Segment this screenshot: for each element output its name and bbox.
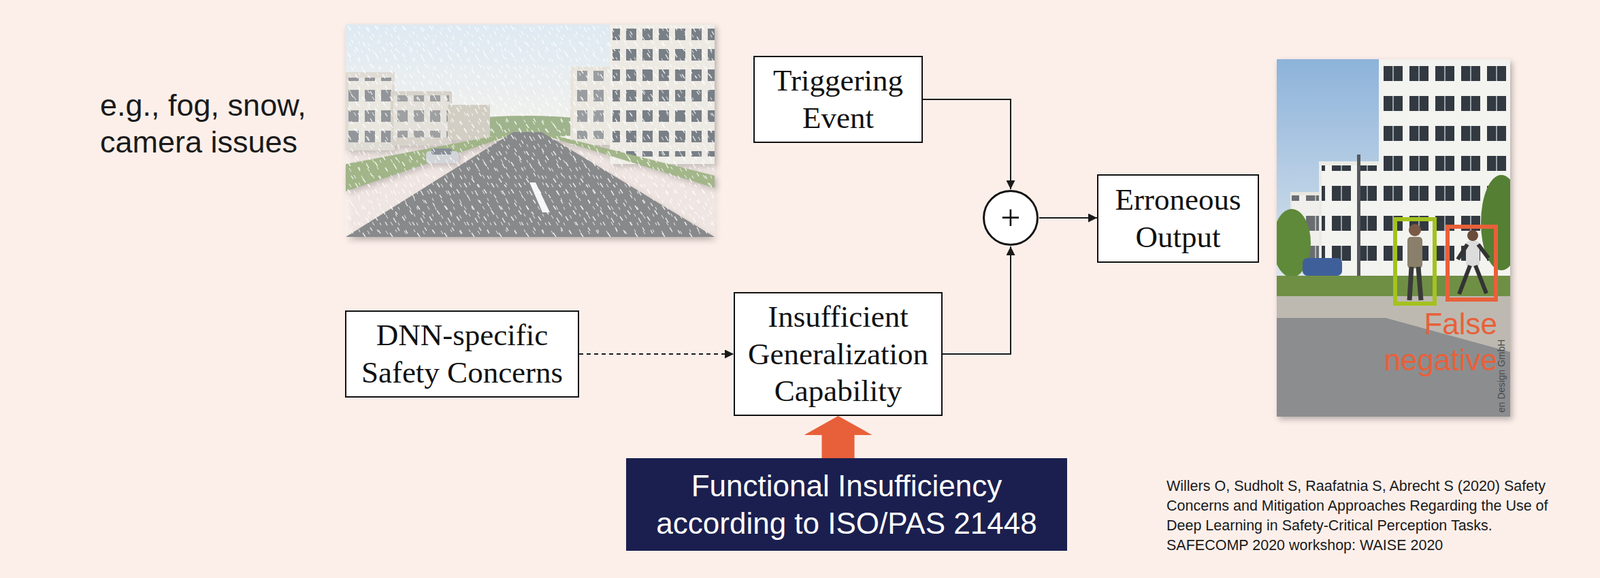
operator-symbol: + [982,200,1040,236]
trigger-box: Triggering Event [753,55,923,143]
insufficiency-box: Insufficient Generalization Capability [733,291,943,416]
car [1302,257,1343,276]
pedestrian-legs [1457,244,1489,295]
condition-examples: e.g., fog, snow, camera issues [100,87,352,161]
classification-arrow [804,415,873,459]
true-detection-box [1395,219,1435,304]
signal-arrow [922,99,1011,190]
standard-banner: Functional Insufficiency according to IS… [626,458,1068,551]
pedestrian-head [1467,230,1479,241]
node-text: Functional Insufficiency according to IS… [639,466,1054,542]
photo-watermark: en Design GmbH [1495,339,1508,413]
influence-arrow [579,353,734,355]
node-text: Erroneous Output [1107,181,1249,256]
snowy-road-photo [345,24,715,237]
pedestrian-head [1408,223,1422,237]
concern-box: DNN-specific Safety Concerns [345,310,580,398]
detection-annotation: False negative [1333,306,1498,379]
snow-overlay [345,24,715,237]
node-text: Insufficient Generalization Capability [744,298,932,411]
node-text: DNN-specific Safety Concerns [355,316,569,392]
pedestrian-legs [1409,266,1422,301]
citation: Willers O, Sudholt S, Raafatnia S, Abrec… [1166,476,1575,556]
node-text: Triggering Event [764,61,912,137]
fog-overlay [345,24,715,237]
signal-arrow [942,246,1011,354]
sum-junction: + [982,189,1040,247]
pedestrian-body [1407,236,1423,269]
output-box: Erroneous Output [1097,174,1260,263]
signal-arrow [1039,217,1098,219]
snow-overlay [345,24,715,237]
missed-detection-box [1447,226,1496,300]
